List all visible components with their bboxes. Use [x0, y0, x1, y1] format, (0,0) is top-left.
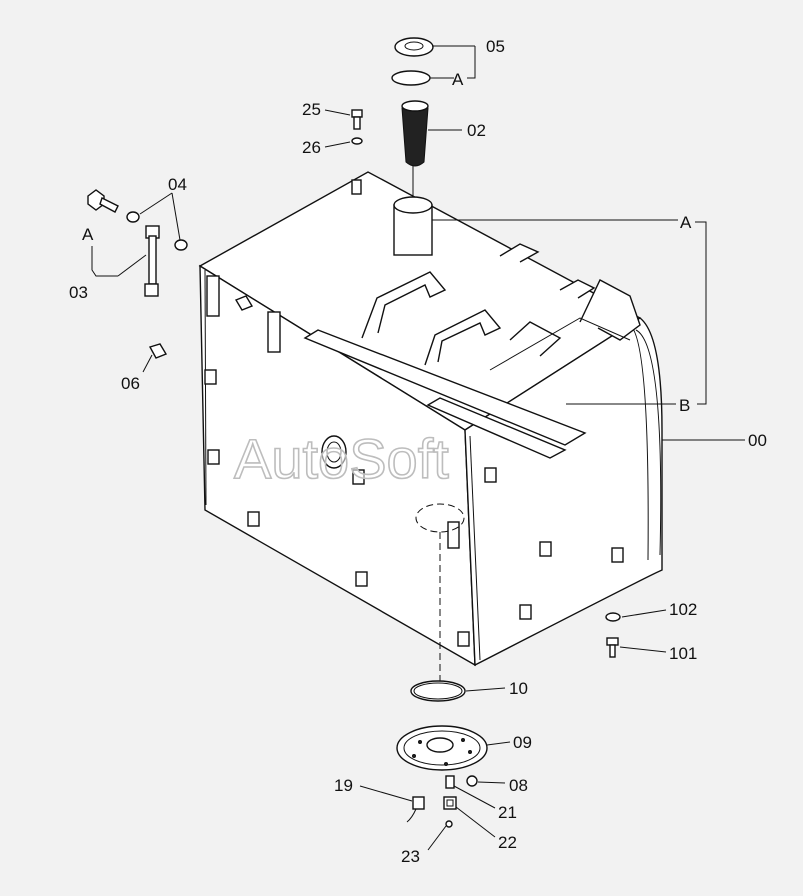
washer-102	[605, 612, 621, 622]
label-101: 101	[669, 644, 697, 663]
bolt-25	[351, 109, 363, 130]
bolt-101	[606, 637, 619, 658]
label-25: 25	[302, 100, 321, 119]
label-21: 21	[498, 803, 517, 822]
fitting-21	[445, 775, 455, 789]
label-05: 05	[486, 37, 505, 56]
top-bracket-right	[499, 243, 641, 357]
filler-neck	[393, 166, 433, 256]
label-26: 26	[302, 138, 321, 157]
side-lugs	[204, 275, 624, 647]
washer-04	[126, 211, 188, 251]
label-03: 03	[69, 283, 88, 302]
label-08: 08	[509, 776, 528, 795]
label-04: 04	[168, 175, 187, 194]
tank-top-boss	[351, 179, 362, 195]
bolt-08	[466, 775, 478, 787]
level-gauge-03	[144, 225, 160, 297]
label-22: 22	[498, 833, 517, 852]
cover-plate-09	[396, 725, 488, 771]
label-00: 00	[748, 431, 767, 450]
label-102: 102	[669, 600, 697, 619]
label-23: 23	[401, 847, 420, 866]
cap-05	[394, 37, 434, 57]
label-09: 09	[513, 733, 532, 752]
label-10: 10	[509, 679, 528, 698]
label-19: 19	[334, 776, 353, 795]
label-ref-A-top: A	[452, 70, 464, 89]
bolt-A	[87, 189, 119, 213]
o-ring-10	[410, 680, 466, 702]
label-06: 06	[121, 374, 140, 393]
label-ref-A-left: A	[82, 225, 94, 244]
strainer	[401, 100, 429, 167]
ball-23	[445, 820, 453, 828]
top-bracket-middle	[424, 309, 502, 366]
fitting-22	[443, 796, 457, 810]
label-ref-B: B	[679, 396, 690, 415]
gauge-port	[321, 435, 347, 469]
mounting-rail	[303, 317, 631, 459]
top-bracket-left	[361, 271, 447, 339]
bottom-opening-outline	[415, 503, 465, 700]
drain-valve-19	[406, 796, 425, 823]
leader-lines	[91, 45, 745, 851]
label-02: 02	[467, 121, 486, 140]
plug-06	[148, 295, 254, 359]
part-labels: 05 A 02 25 26 04 A 03 06 A B 00 102 101 …	[69, 37, 767, 866]
watermark: AutoSoft	[234, 427, 449, 490]
o-ring-upper	[391, 70, 431, 86]
label-ref-A-right: A	[680, 213, 692, 232]
washer-26	[351, 137, 363, 145]
